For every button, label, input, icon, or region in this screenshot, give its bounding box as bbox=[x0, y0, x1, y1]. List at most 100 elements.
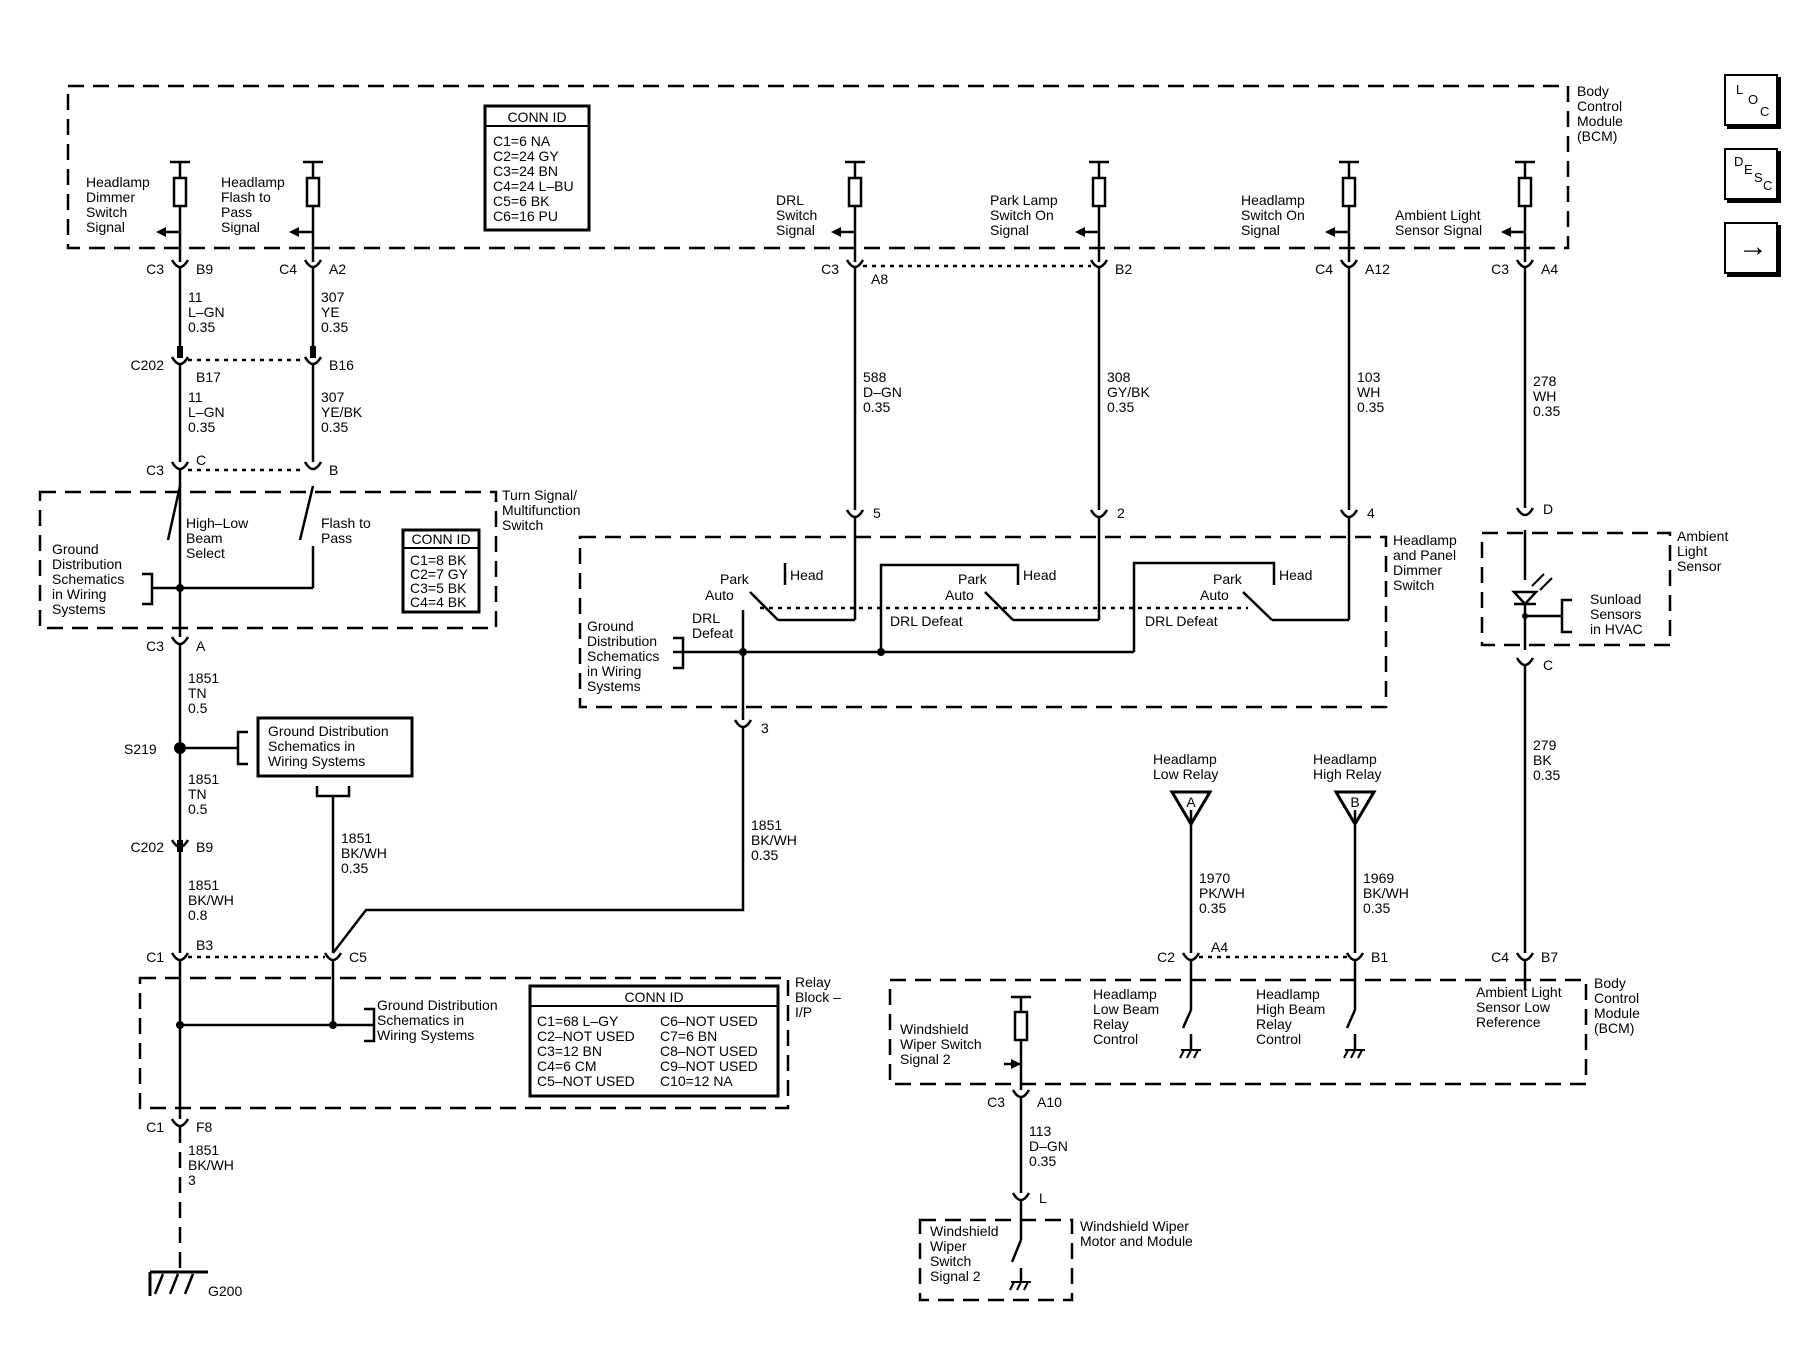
svg-text:C3: C3 bbox=[146, 462, 164, 478]
desc-button[interactable]: D E S C bbox=[1724, 148, 1778, 200]
svg-text:103: 103 bbox=[1357, 369, 1381, 385]
svg-text:0.5: 0.5 bbox=[188, 801, 208, 817]
svg-text:279: 279 bbox=[1533, 737, 1557, 753]
svg-text:0.35: 0.35 bbox=[1533, 403, 1560, 419]
loc-button[interactable]: L O C bbox=[1724, 74, 1778, 126]
svg-text:C9–NOT USED: C9–NOT USED bbox=[660, 1058, 758, 1074]
svg-text:Ground: Ground bbox=[52, 541, 99, 557]
svg-text:Flash to: Flash to bbox=[321, 515, 371, 531]
relay-block-label: Relay Block – I/P bbox=[795, 974, 841, 1020]
bcm-conn-id-table: CONN ID C1=6 NA C2=24 GY C3=24 BN C4=24 … bbox=[483, 104, 591, 232]
relay-conn-id-table: CONN ID C1=68 L–GY C2–NOT USED C3=12 BN … bbox=[528, 984, 780, 1098]
next-arrow-button[interactable]: → bbox=[1724, 222, 1778, 274]
svg-text:TN: TN bbox=[188, 786, 207, 802]
svg-text:CONN ID: CONN ID bbox=[411, 531, 470, 547]
headlamp-switch-internals: Park Head Auto Park Head Auto Park Head … bbox=[587, 561, 1349, 720]
svg-text:0.5: 0.5 bbox=[188, 700, 208, 716]
svg-text:B2: B2 bbox=[1115, 261, 1132, 277]
svg-text:A: A bbox=[196, 638, 206, 654]
svg-text:B7: B7 bbox=[1541, 949, 1558, 965]
turn-switch-label: Turn Signal/ Multifunction Switch bbox=[502, 487, 581, 533]
svg-text:D: D bbox=[1543, 501, 1553, 517]
svg-text:Ambient: Ambient bbox=[1677, 528, 1728, 544]
svg-text:2: 2 bbox=[1117, 505, 1125, 521]
svg-text:Headlamp: Headlamp bbox=[1393, 532, 1457, 548]
svg-text:Headlamp: Headlamp bbox=[86, 174, 150, 190]
svg-text:A8: A8 bbox=[871, 271, 888, 287]
svg-text:1851: 1851 bbox=[341, 830, 372, 846]
svg-text:C8–NOT USED: C8–NOT USED bbox=[660, 1043, 758, 1059]
svg-text:C3: C3 bbox=[987, 1094, 1005, 1110]
bcm-signal-ambient: Ambient Light Sensor Signal bbox=[1395, 160, 1535, 262]
svg-text:C: C bbox=[196, 452, 206, 468]
svg-text:5: 5 bbox=[873, 505, 881, 521]
svg-text:YE/BK: YE/BK bbox=[321, 404, 363, 420]
svg-text:C3: C3 bbox=[146, 638, 164, 654]
svg-text:Schematics: Schematics bbox=[52, 571, 124, 587]
svg-text:Schematics: Schematics bbox=[587, 648, 659, 664]
svg-text:C3: C3 bbox=[821, 261, 839, 277]
svg-text:3: 3 bbox=[188, 1172, 196, 1188]
svg-text:C5–NOT USED: C5–NOT USED bbox=[537, 1073, 635, 1089]
svg-text:C5=6 BK: C5=6 BK bbox=[493, 193, 550, 209]
svg-text:4: 4 bbox=[1367, 505, 1375, 521]
svg-text:C1: C1 bbox=[146, 949, 164, 965]
headlamp-switch-label: Headlamp and Panel Dimmer Switch bbox=[1393, 532, 1457, 593]
svg-text:Signal: Signal bbox=[990, 222, 1029, 238]
svg-text:Ambient Light: Ambient Light bbox=[1476, 984, 1562, 1000]
relay-ground-ref: Ground Distribution Schematics in Wiring… bbox=[364, 997, 498, 1043]
svg-text:Sensor Signal: Sensor Signal bbox=[1395, 222, 1482, 238]
svg-text:Schematics in: Schematics in bbox=[377, 1012, 464, 1028]
svg-text:B17: B17 bbox=[196, 369, 221, 385]
svg-text:L–GN: L–GN bbox=[188, 404, 225, 420]
svg-text:PK/WH: PK/WH bbox=[1199, 885, 1245, 901]
svg-text:0.35: 0.35 bbox=[1107, 399, 1134, 415]
wires bbox=[174, 264, 1527, 1272]
svg-text:B1: B1 bbox=[1371, 949, 1388, 965]
svg-text:Flash to: Flash to bbox=[221, 189, 271, 205]
svg-text:Signal: Signal bbox=[1241, 222, 1280, 238]
svg-text:Turn Signal/: Turn Signal/ bbox=[502, 487, 577, 503]
svg-text:0.35: 0.35 bbox=[341, 860, 368, 876]
svg-text:Headlamp: Headlamp bbox=[221, 174, 285, 190]
svg-text:B: B bbox=[329, 462, 338, 478]
pin-symbols bbox=[170, 259, 1535, 1202]
svg-text:C2=7 GY: C2=7 GY bbox=[410, 566, 469, 582]
svg-text:DRL Defeat: DRL Defeat bbox=[890, 613, 963, 629]
bcm-top-label: Body Control Module (BCM) bbox=[1577, 83, 1623, 144]
svg-text:Headlamp: Headlamp bbox=[1313, 751, 1377, 767]
svg-text:C4: C4 bbox=[1491, 949, 1509, 965]
svg-text:A12: A12 bbox=[1365, 261, 1390, 277]
svg-text:B: B bbox=[1350, 794, 1359, 810]
bcm-signal-park: Park Lamp Switch On Signal bbox=[990, 160, 1109, 262]
svg-text:Multifunction: Multifunction bbox=[502, 502, 581, 518]
svg-text:Dimmer: Dimmer bbox=[86, 189, 135, 205]
svg-text:C3=5 BK: C3=5 BK bbox=[410, 580, 467, 596]
svg-text:B3: B3 bbox=[196, 937, 213, 953]
svg-text:Pass: Pass bbox=[221, 204, 252, 220]
svg-text:Motor and Module: Motor and Module bbox=[1080, 1233, 1193, 1249]
pin-labels: C3 B9 C4 A2 C202 B17 B16 C3 C B C3 A C20… bbox=[131, 261, 1559, 1206]
svg-text:Auto: Auto bbox=[945, 587, 974, 603]
turn-switch-box bbox=[38, 490, 498, 630]
svg-text:Park Lamp: Park Lamp bbox=[990, 192, 1058, 208]
wire-labels: 11 L–GN 0.35 307 YE 0.35 11 L–GN 0.35 30… bbox=[188, 289, 1560, 1188]
bcm-bottom-internals: Headlamp Low Beam Relay Control Headlamp… bbox=[900, 984, 1562, 1090]
svg-text:0.35: 0.35 bbox=[1363, 900, 1390, 916]
svg-text:Park: Park bbox=[720, 571, 750, 587]
svg-text:Wiper: Wiper bbox=[930, 1238, 967, 1254]
svg-text:0.35: 0.35 bbox=[1199, 900, 1226, 916]
svg-text:A4: A4 bbox=[1541, 261, 1558, 277]
svg-text:Head: Head bbox=[1279, 567, 1312, 583]
svg-text:588: 588 bbox=[863, 369, 887, 385]
svg-text:C10=12 NA: C10=12 NA bbox=[660, 1073, 733, 1089]
svg-text:L: L bbox=[1039, 1190, 1047, 1206]
svg-text:Schematics in: Schematics in bbox=[268, 738, 355, 754]
svg-text:Control: Control bbox=[1093, 1031, 1138, 1047]
svg-text:C3=12 BN: C3=12 BN bbox=[537, 1043, 602, 1059]
svg-text:BK: BK bbox=[1533, 752, 1552, 768]
svg-text:Control: Control bbox=[1577, 98, 1622, 114]
svg-text:Headlamp: Headlamp bbox=[1241, 192, 1305, 208]
svg-text:C2–NOT USED: C2–NOT USED bbox=[537, 1028, 635, 1044]
